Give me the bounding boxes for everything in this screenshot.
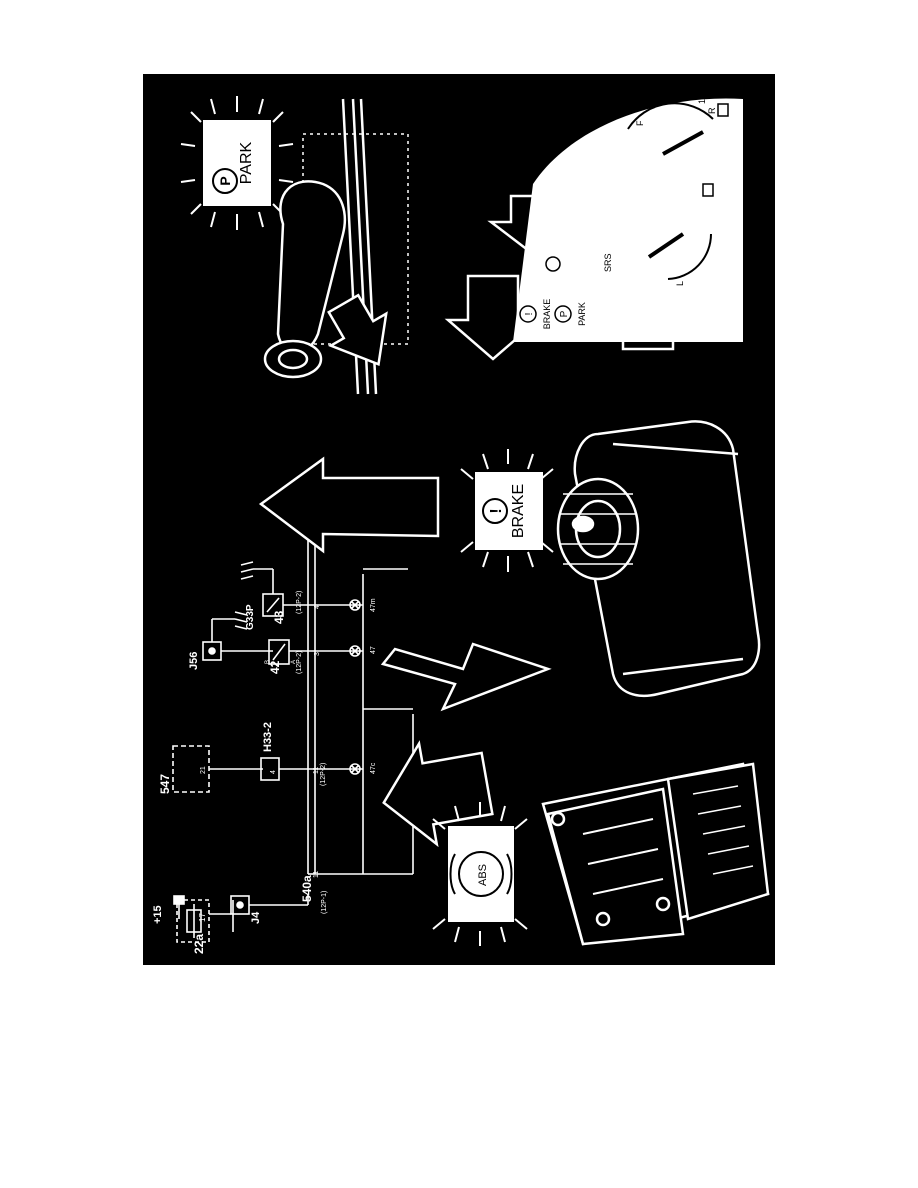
lamp-park-label: 47m — [370, 598, 377, 612]
park-lamp-rays — [180, 96, 294, 230]
arrow-from-reservoir — [380, 642, 552, 712]
fuel-gauge-needle — [662, 130, 704, 156]
fuel-gauge-1-4: 1/4 — [697, 91, 707, 104]
control-module-label: 547 — [158, 774, 172, 794]
fuel-gauge-1-2: 1/2 — [675, 89, 685, 102]
lamp-park-bulb — [349, 599, 361, 611]
temp-gauge-l: L — [675, 281, 685, 286]
park-lamp-label: PARK — [238, 141, 255, 184]
lamp-brake-x2 — [350, 646, 360, 656]
cluster-park-label: PARK — [577, 302, 587, 326]
cluster-park-symbol: P — [559, 310, 570, 317]
cluster-park-circle — [554, 305, 572, 323]
lamp-brake-label: 47 — [370, 646, 377, 654]
junction-j4-dot — [236, 901, 244, 909]
abs-lamp-arcs — [449, 853, 513, 895]
plug-2-pin-park: 4 — [314, 605, 321, 609]
control-module-pin: 21 — [200, 766, 207, 774]
ground-symbol-icon — [234, 611, 248, 630]
cluster-indicator-circle — [545, 256, 561, 272]
park-lamp-face — [203, 120, 271, 206]
lamp-abs-bulb — [349, 763, 361, 775]
abs-unit-bolt-2 — [655, 896, 671, 912]
switch-42-contact — [272, 643, 286, 661]
fuel-pump-icon-2 — [702, 183, 714, 197]
handbrake-pull-arrow — [327, 293, 388, 367]
fuel-pump-icon — [717, 103, 729, 117]
brake-lamp-symbol: ! — [488, 508, 505, 513]
abs-warning-lamp: ABS — [432, 802, 528, 946]
fuel-gauge-f: F — [635, 120, 645, 126]
handbrake-lever-icon — [263, 98, 409, 395]
supply-label: +15 — [152, 905, 164, 924]
cluster-srs-label: SRS — [603, 253, 613, 272]
fuel-gauge-r: R — [707, 107, 717, 114]
switch-42-label: 42 — [268, 660, 282, 674]
plug-1-label: (12P-1) — [321, 891, 328, 914]
arrow-to-handbrake — [258, 456, 440, 554]
brake-warning-lamp: ! BRAKE — [460, 449, 554, 572]
abs-unit-bolt-1 — [595, 911, 611, 927]
ground-point-label: G33P — [245, 604, 256, 630]
reservoir-cap-ribs — [561, 493, 635, 565]
plug-2-pin-h33: 11 — [313, 767, 320, 774]
cluster-brake-symbol: ! — [524, 313, 535, 316]
reservoir-sensor — [571, 515, 595, 533]
plug-2-label-c: (12P-2) — [296, 591, 303, 614]
park-lamp-circle — [212, 168, 238, 194]
cluster-label: 540a — [300, 875, 314, 902]
plug-2-pin-brake: 3 — [314, 652, 321, 656]
brake-lamp-label: BRAKE — [510, 484, 527, 538]
abs-unit-ribs — [582, 818, 664, 895]
fuse-box-label: 22a — [192, 934, 206, 954]
park-lamp-symbol: P — [217, 176, 233, 185]
brake-warning-diagram: +15 22a 17 J4 (12P-1) 11 540a 547 21 H33… — [143, 74, 775, 965]
connector-h33-pin: 4 — [270, 770, 277, 774]
abs-lamp-rays — [432, 802, 528, 946]
fuse-number: 17 — [198, 913, 207, 922]
lamp-park-x2 — [350, 600, 360, 610]
brake-lamp-circle — [482, 498, 508, 524]
fuel-gauge-arc — [627, 102, 714, 130]
switch-42-pin-a: A — [291, 660, 297, 664]
abs-lamp-circle — [458, 851, 504, 897]
temp-gauge-arc — [667, 233, 713, 280]
plug-2-label-a: (12P-2) — [320, 763, 327, 786]
lamp-brake-bulb — [349, 645, 361, 657]
cluster-brake-circle — [519, 305, 537, 323]
switch-42-pin-b: B — [265, 660, 271, 664]
instrument-cluster: ! BRAKE P PARK SRS L F 3/4 1/2 1/4 R — [513, 89, 743, 342]
connector-h33-label: H33-2 — [262, 722, 274, 752]
arrow-from-abs-unit — [382, 740, 494, 848]
brake-lamp-face — [475, 472, 543, 550]
lamp-abs-label: 47c — [370, 762, 377, 774]
abs-unit-bolt-3 — [550, 811, 566, 827]
junction-j56-label: J56 — [188, 652, 200, 670]
abs-control-unit-icon — [541, 762, 770, 946]
lamp-abs-x2 — [350, 764, 360, 774]
abs-unit-block — [546, 787, 685, 946]
abs-unit-pins — [692, 785, 754, 875]
handbrake-button — [277, 348, 309, 370]
switch-43-contact — [266, 597, 280, 613]
diagram-canvas: +15 22a 17 J4 (12P-1) 11 540a 547 21 H33… — [143, 74, 775, 965]
abs-unit-connector — [666, 762, 770, 921]
cluster-face — [513, 98, 743, 342]
switch-43-label: 43 — [272, 610, 286, 624]
abs-lamp-label: ABS — [477, 864, 489, 886]
junction-j4-label: J4 — [250, 911, 262, 924]
wiring-schematic: +15 22a 17 J4 (12P-1) 11 540a 547 21 H33… — [152, 524, 414, 954]
fuel-gauge-3-4: 3/4 — [647, 96, 657, 109]
ground-symbol-icon — [240, 561, 254, 580]
reservoir-seams — [612, 442, 744, 676]
plug-2-label-b: (12P-2) — [296, 651, 303, 674]
fuse-box — [176, 899, 210, 943]
cluster-brake-label: BRAKE — [542, 299, 552, 330]
junction-j56-dot — [208, 647, 216, 655]
brake-fluid-reservoir-icon — [556, 420, 761, 698]
switch-42 — [268, 639, 290, 665]
temp-gauge-needle — [647, 232, 685, 259]
park-warning-lamp: P PARK — [180, 96, 294, 230]
